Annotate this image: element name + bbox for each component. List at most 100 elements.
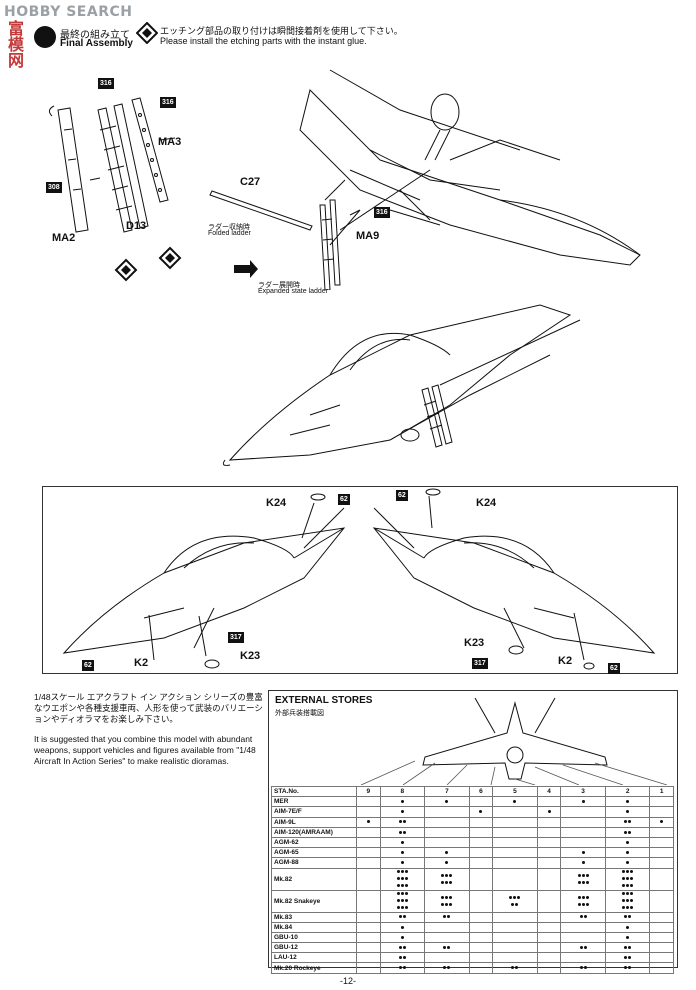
store-cell <box>424 806 470 818</box>
load-dot <box>628 966 632 970</box>
load-dot <box>400 840 404 844</box>
load-dot <box>445 861 449 865</box>
store-cell <box>468 889 494 913</box>
part-label-ma9: MA9 <box>356 230 380 242</box>
load-dot <box>622 892 626 896</box>
load-dot <box>404 877 408 881</box>
load-dot <box>626 877 630 881</box>
store-cell <box>379 962 426 974</box>
page-number: -12- <box>340 976 357 986</box>
load-dot <box>513 895 517 899</box>
store-name: Mk.83 <box>271 911 357 923</box>
load-dot <box>402 915 406 919</box>
step-note-en: Please install the etching parts with th… <box>160 36 367 46</box>
load-dot <box>630 906 634 910</box>
store-name: GBU-10 <box>271 931 357 944</box>
store-cell <box>604 962 651 974</box>
store-cell <box>649 921 674 933</box>
load-dot <box>581 880 585 884</box>
store-cell <box>536 826 562 838</box>
load-dot <box>626 925 630 929</box>
station-header: 9 <box>356 785 381 798</box>
load-dot <box>445 800 449 804</box>
store-cell <box>356 826 381 838</box>
store-cell <box>492 942 538 954</box>
store-cell <box>604 952 651 964</box>
load-dot <box>402 945 406 949</box>
load-dot <box>585 895 589 899</box>
store-cell <box>649 826 674 838</box>
store-cell <box>424 796 470 808</box>
load-dot <box>396 877 400 881</box>
load-dot <box>626 800 630 804</box>
store-cell <box>604 826 651 838</box>
load-dot <box>626 851 630 854</box>
load-dot <box>624 915 628 919</box>
store-cell <box>649 931 674 944</box>
right-badge-k2: 62 <box>608 663 620 674</box>
store-cell <box>560 867 606 891</box>
store-name: AIM-7E/F <box>271 806 357 818</box>
store-cell <box>379 867 426 891</box>
part-badge-316-a: 316 <box>98 78 114 89</box>
load-dot <box>400 800 404 804</box>
store-cell <box>356 836 381 849</box>
load-dot <box>511 902 515 906</box>
stores-row: AIM-9L <box>271 816 674 828</box>
store-cell <box>536 806 562 818</box>
load-dot <box>515 902 519 906</box>
store-cell <box>492 857 538 869</box>
load-dot <box>443 966 447 970</box>
load-dot <box>398 945 402 949</box>
load-dot <box>404 899 408 903</box>
station-header: 7 <box>424 785 470 798</box>
load-dot <box>660 820 664 824</box>
load-dot <box>400 935 404 939</box>
load-dot <box>402 966 406 970</box>
store-cell <box>649 806 674 818</box>
store-cell <box>604 889 651 913</box>
store-cell <box>560 796 606 808</box>
store-name: Mk.20 Rockeye <box>271 962 357 974</box>
expanded-arrow-icon <box>234 260 258 278</box>
store-cell <box>560 826 606 838</box>
store-cell <box>468 836 494 849</box>
station-header: 2 <box>604 785 651 798</box>
right-badge-k23: 317 <box>472 658 488 669</box>
expanded-ladder-en: Expanded state ladder <box>258 288 329 295</box>
stores-row: AGM-65 <box>271 847 674 859</box>
promo-text-jp: 1/48スケール エアクラフト イン アクション シリーズの豊富なウエポンや各種… <box>34 692 263 724</box>
load-dot <box>583 966 587 970</box>
load-dot <box>579 966 583 970</box>
store-cell <box>536 911 562 923</box>
stores-header-label: STA.No. <box>271 785 357 798</box>
load-dot <box>445 902 449 906</box>
store-cell <box>492 952 538 964</box>
store-name: AIM-9L <box>271 816 357 828</box>
store-cell <box>604 931 651 944</box>
stores-row: GBU-12 <box>271 942 674 954</box>
load-dot <box>626 884 630 888</box>
load-dot <box>622 899 626 903</box>
store-cell <box>379 931 426 944</box>
load-dot <box>585 880 589 884</box>
part-label-c27: C27 <box>240 176 261 188</box>
folded-ladder-jp: ラダー収納時 <box>208 224 250 231</box>
store-cell <box>468 911 494 923</box>
store-cell <box>492 931 538 944</box>
store-cell <box>649 952 674 964</box>
right-label-k2: K2 <box>558 655 573 667</box>
load-dot <box>624 966 628 970</box>
right-badge-k24: 62 <box>396 490 408 501</box>
load-dot <box>579 945 583 949</box>
load-dot <box>400 892 404 896</box>
stores-row: AGM-88 <box>271 857 674 869</box>
load-dot <box>624 945 628 949</box>
store-cell <box>379 889 426 913</box>
station-header: 3 <box>560 785 606 798</box>
load-dot <box>513 800 517 804</box>
store-cell <box>560 816 606 828</box>
stores-row: Mk.84 <box>271 921 674 933</box>
load-dot <box>400 906 404 910</box>
stores-row: LAU-12 <box>271 952 674 964</box>
